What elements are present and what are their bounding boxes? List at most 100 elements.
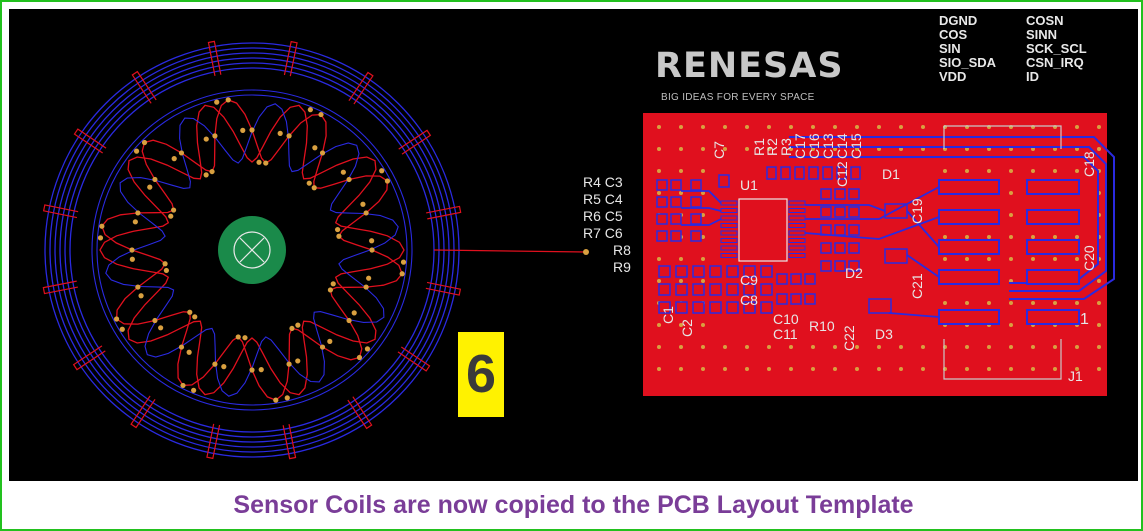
board-via xyxy=(657,191,661,195)
ic-pin xyxy=(788,238,806,243)
label-c22: C22 xyxy=(841,325,857,351)
passive-pad xyxy=(709,265,722,278)
pin-label: CSN_IRQ xyxy=(1026,55,1084,70)
passive-pad xyxy=(848,242,860,254)
board-via xyxy=(965,169,969,173)
passive-pad xyxy=(743,265,756,278)
step-number-badge: 6 xyxy=(458,332,504,417)
coil-via xyxy=(225,97,231,103)
coil-via xyxy=(336,233,342,239)
passive-pad xyxy=(820,224,832,236)
coil-via xyxy=(162,261,168,267)
board-via xyxy=(723,367,727,371)
label-c17: C17 xyxy=(792,133,808,159)
board-via xyxy=(1009,345,1013,349)
board-via xyxy=(987,235,991,239)
coil-via xyxy=(399,271,405,277)
passive-pad xyxy=(656,179,668,191)
coil-via xyxy=(187,309,193,315)
ic-pin xyxy=(720,200,738,206)
board-via xyxy=(1031,235,1035,239)
board-via xyxy=(701,147,705,151)
coil-via xyxy=(152,317,158,324)
board-via xyxy=(965,301,969,305)
coil-via xyxy=(97,235,104,241)
board-components xyxy=(656,125,1115,371)
ic-pin xyxy=(788,245,806,251)
coil-via xyxy=(319,150,326,156)
board-via xyxy=(811,125,815,129)
coil-via xyxy=(158,325,164,331)
passive-pad xyxy=(692,283,705,296)
label-r1: R1 xyxy=(751,138,767,156)
coil-via xyxy=(209,168,215,175)
label-c7: C7 xyxy=(711,141,727,159)
coil-via xyxy=(400,259,407,265)
coil-terminal xyxy=(42,280,78,295)
mounting-hole-mark xyxy=(233,231,271,269)
board-via xyxy=(745,345,749,349)
connector-pad xyxy=(1026,269,1080,285)
coil-via xyxy=(186,349,192,355)
board-via xyxy=(679,125,683,129)
pin-label: SINN xyxy=(1026,27,1058,42)
label-d2: D2 xyxy=(845,265,863,281)
coil-via xyxy=(327,287,334,293)
ic-pin xyxy=(788,200,806,206)
board-via xyxy=(943,235,947,239)
pin-label: SIO_SDA xyxy=(939,55,997,70)
board-via xyxy=(965,235,969,239)
coil-via xyxy=(249,367,255,373)
coil-via xyxy=(369,247,375,253)
coil-via xyxy=(129,247,135,253)
passive-pad xyxy=(848,188,860,200)
passive-pad xyxy=(790,273,802,285)
board-via xyxy=(1053,345,1057,349)
board-via xyxy=(701,191,705,195)
coil-via xyxy=(168,213,174,219)
board-via xyxy=(1009,191,1013,195)
coil-trace-cos xyxy=(99,104,405,396)
board-via xyxy=(657,257,661,261)
board-via xyxy=(723,345,727,349)
passive-pad xyxy=(726,283,739,296)
board-via xyxy=(657,147,661,151)
signal-trace xyxy=(805,186,940,220)
board-via xyxy=(1053,301,1057,305)
coil-via xyxy=(346,317,352,324)
coil-via xyxy=(203,136,209,142)
ic-pin xyxy=(720,215,738,221)
board-via xyxy=(1075,367,1079,371)
pin-label: SCK_SCL xyxy=(1026,41,1087,56)
coil-terminal xyxy=(206,423,221,460)
passive-pad xyxy=(726,301,739,314)
coil-terminal xyxy=(282,424,297,460)
board-via xyxy=(1097,279,1101,283)
passive-pad xyxy=(743,301,756,314)
passive-pad xyxy=(743,283,756,296)
coil-via xyxy=(319,344,326,350)
coil-via xyxy=(212,133,218,139)
coil-via xyxy=(180,382,186,389)
coil-via xyxy=(152,176,158,183)
coil-terminal xyxy=(42,204,79,219)
connector-pad xyxy=(938,239,1000,255)
pin-labels-right: COSN SINN SCK_SCL CSN_IRQ ID xyxy=(1026,14,1087,84)
board-via xyxy=(899,345,903,349)
coil-via xyxy=(295,358,301,364)
label-r9: R9 xyxy=(613,259,631,275)
passive-pad xyxy=(794,166,805,180)
board-via xyxy=(1031,367,1035,371)
signal-trace xyxy=(888,312,940,318)
renesas-logo: RENESAS xyxy=(655,46,844,86)
ic-u1-outline xyxy=(738,198,788,262)
board-via xyxy=(679,191,683,195)
board-via xyxy=(1031,301,1035,305)
passive-pad xyxy=(822,166,833,180)
passive-pad xyxy=(780,166,791,180)
pcb-board: R4 C3 R5 C4 R6 C5 R7 C6 R8 R9 U1 D1 D2 D… xyxy=(583,113,1115,396)
coil-via xyxy=(311,185,317,191)
passive-pad xyxy=(820,260,832,272)
passive-pad xyxy=(675,265,688,278)
coil-via xyxy=(369,238,375,244)
